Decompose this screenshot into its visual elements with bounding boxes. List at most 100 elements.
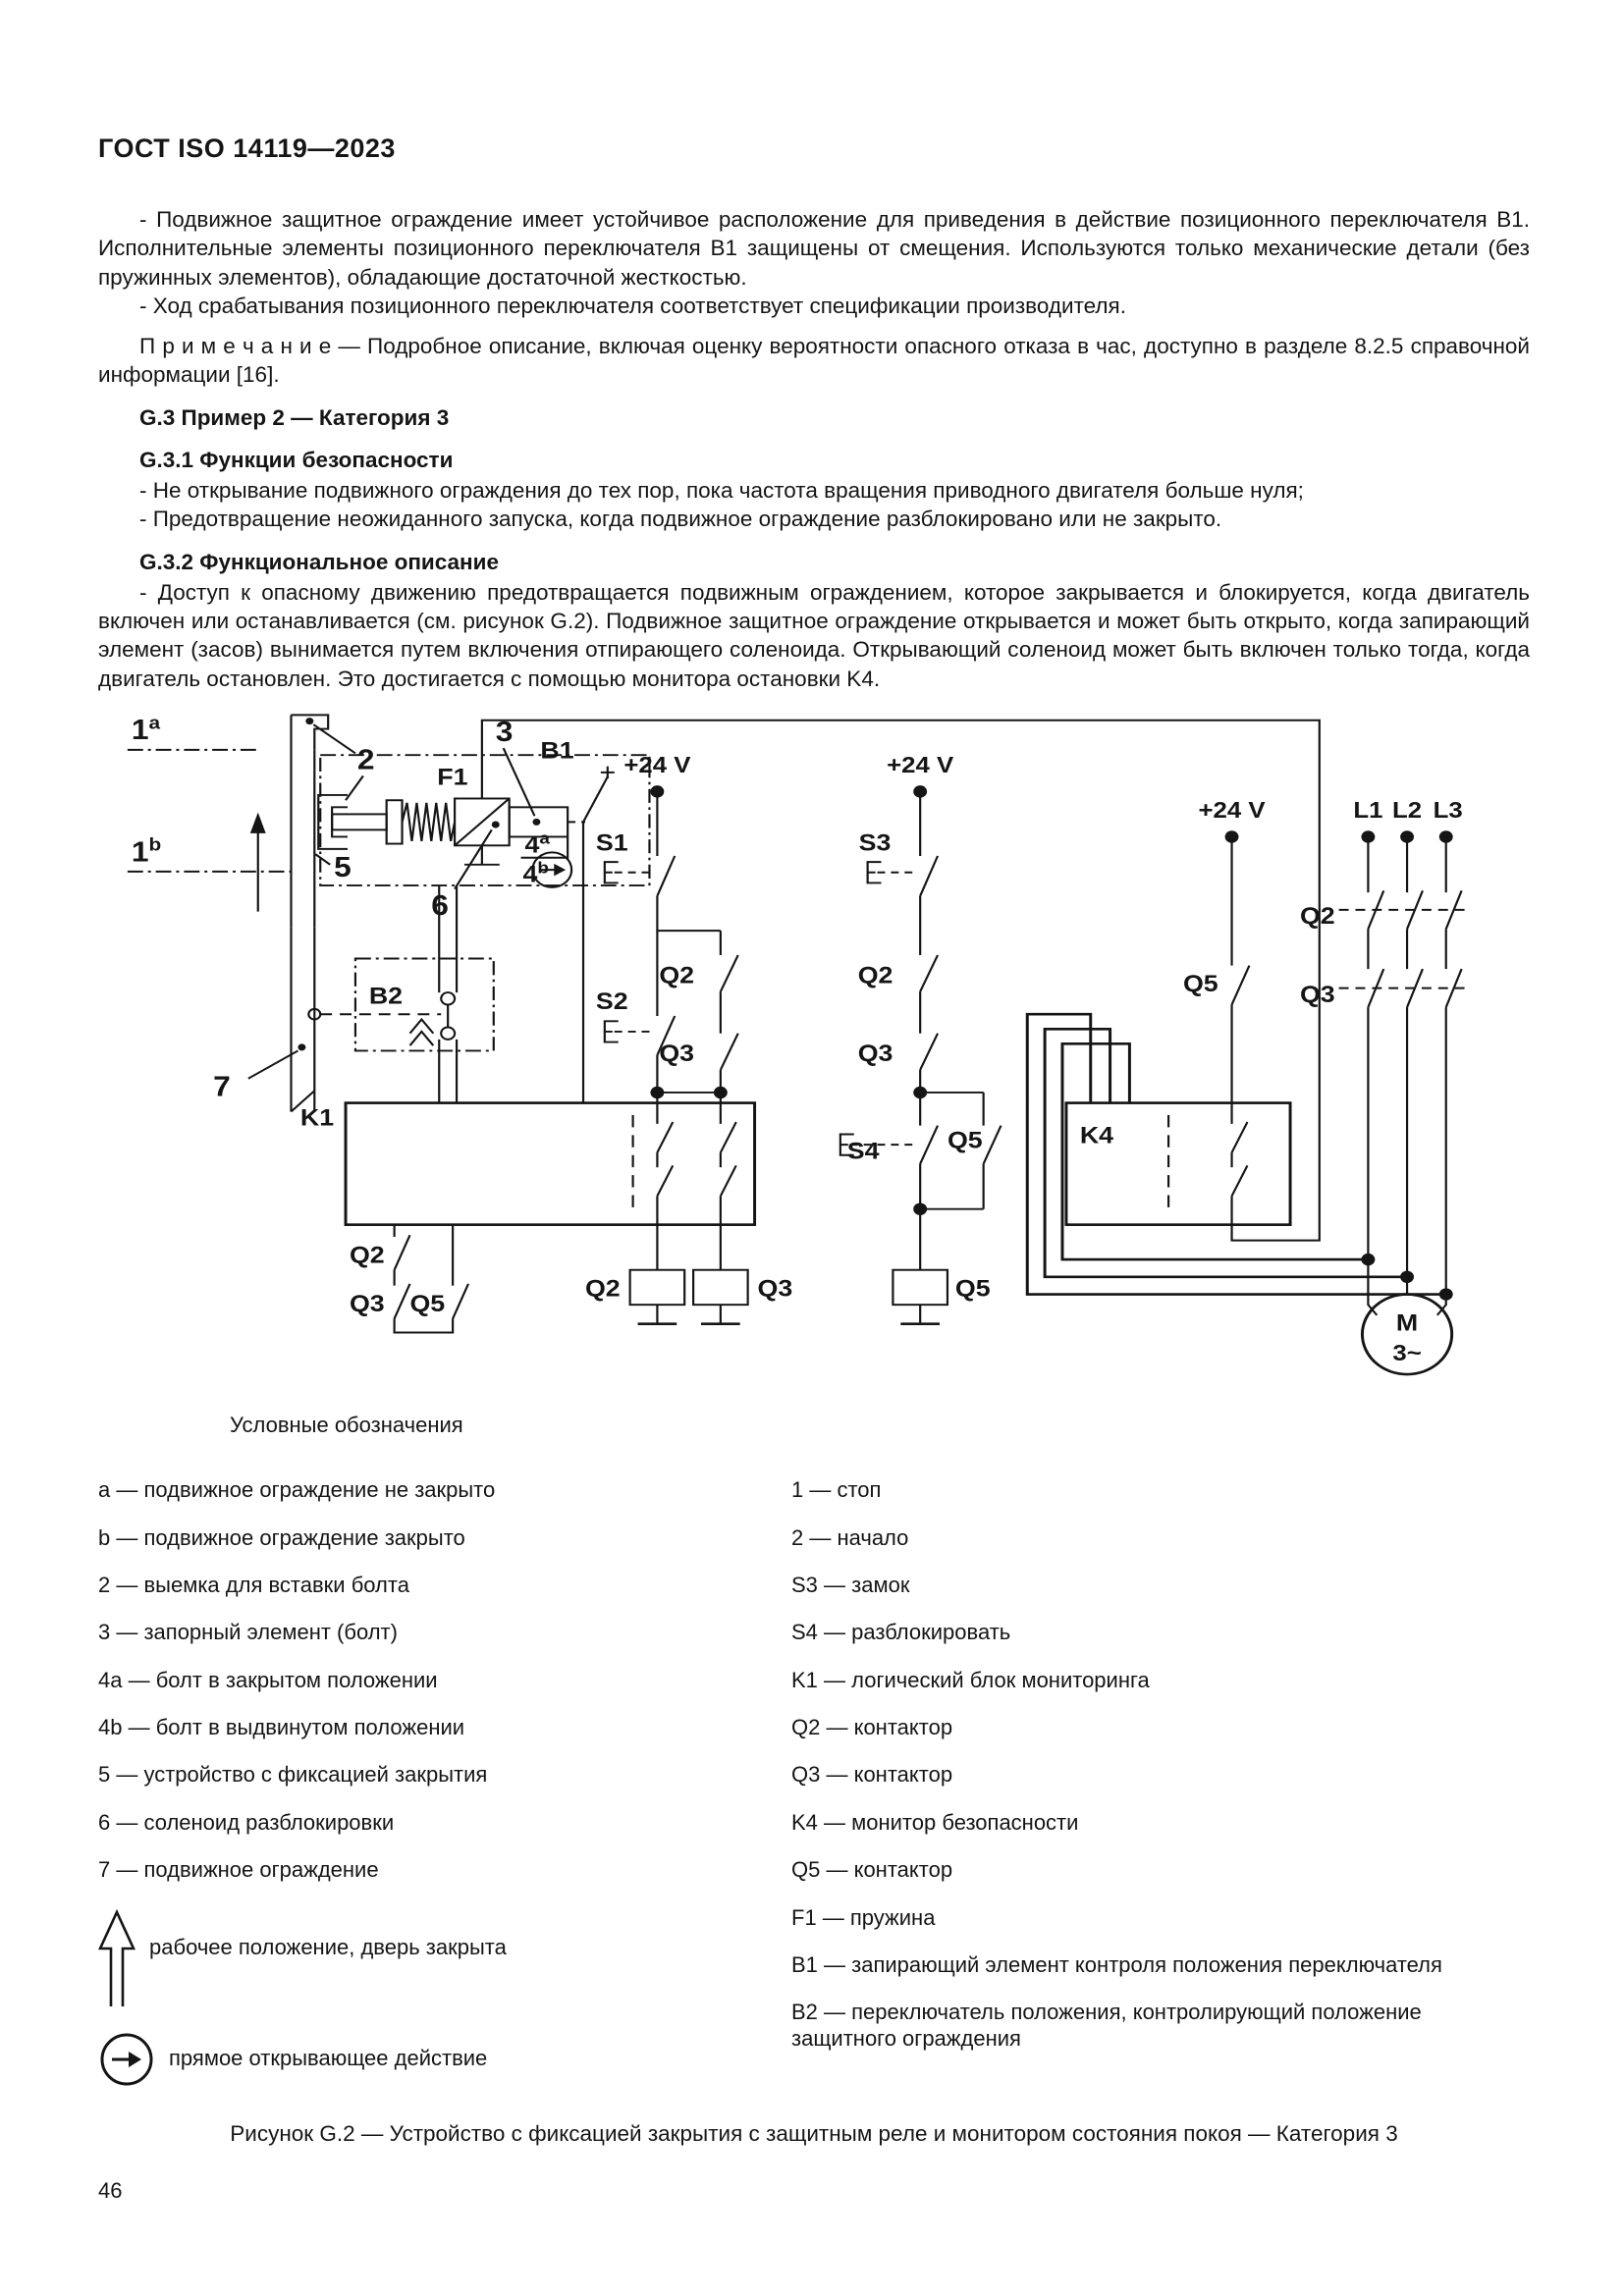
- label-l3: L3: [1434, 798, 1463, 823]
- legend-item: Q3 — контактор: [791, 1762, 953, 1788]
- spring-f1: [401, 802, 457, 841]
- legend-item: Q5 — контактор: [791, 1857, 953, 1883]
- legend-item: 6 — соленоид разблокировки: [98, 1809, 395, 1835]
- legend-item: K1 — логический блок мониторинга: [791, 1667, 1150, 1692]
- figure-g2: 1a 1b 2 5: [112, 703, 1530, 1395]
- q3-contact: [919, 1033, 940, 1071]
- label-k4: K4: [1080, 1122, 1113, 1148]
- legend-item: 4a — болт в закрытом положении: [98, 1667, 438, 1692]
- s4-contact: [919, 1125, 940, 1164]
- legend: Условные обозначения a — подвижное ограж…: [98, 1413, 1530, 2088]
- label-5: 5: [334, 852, 352, 882]
- label-q5: Q5: [1183, 971, 1218, 996]
- label-q5: Q5: [409, 1291, 445, 1316]
- label-q2: Q2: [659, 962, 694, 988]
- contactor-coils: Q2 Q3: [585, 1224, 793, 1325]
- motor-symbol: M 3~: [1360, 1292, 1454, 1376]
- heading-g32: G.3.2 Функциональное описание: [139, 549, 499, 574]
- label-q3: Q3: [350, 1291, 385, 1316]
- direct-opening-action-icon: [100, 2033, 153, 2086]
- q2-contact: [719, 954, 739, 992]
- rung-s1-s2: +24 V S1 Q2 Q3 S2: [596, 753, 739, 1103]
- supply-24v-label: +24 V: [1199, 798, 1267, 823]
- label-f1: F1: [437, 764, 467, 789]
- s2-contact: [656, 1015, 677, 1055]
- label-l1: L1: [1353, 798, 1382, 823]
- label-k1: K1: [300, 1105, 334, 1131]
- label-l2: L2: [1392, 798, 1422, 823]
- q3-contact: [719, 1033, 739, 1071]
- label-1a: 1a: [132, 713, 161, 745]
- guard-closed-arrow-icon: [408, 1030, 435, 1046]
- q5-contact: [1230, 964, 1251, 1005]
- legend-item: S3 — замок: [791, 1572, 910, 1597]
- bolt-notch: [317, 793, 349, 850]
- figure-g2-diagram: 1a 1b 2 5: [127, 713, 1466, 1376]
- legend-item: B1 — запирающий элемент контроля положен…: [791, 1952, 1442, 1978]
- label-s1: S1: [596, 830, 628, 856]
- label-q2: Q2: [858, 962, 893, 988]
- motor-3ph-label: 3~: [1392, 1341, 1421, 1365]
- legend-left-column: a — подвижное ограждение не закрыто b — …: [98, 1477, 791, 2088]
- label-q2: Q2: [585, 1275, 621, 1301]
- note-paragraph: П р и м е ч а н и е — Подробное описание…: [98, 334, 1530, 388]
- legend-item-label: прямое открывающее действие: [169, 2046, 488, 2071]
- label-7: 7: [213, 1072, 231, 1102]
- label-s4: S4: [847, 1138, 880, 1163]
- label-q3: Q3: [858, 1041, 893, 1066]
- q5-contact: [982, 1125, 1002, 1164]
- label-q3: Q3: [1300, 982, 1335, 1007]
- rung-s3-s4: +24 V S3 Q2 Q3 S4: [839, 753, 1002, 1325]
- feedback-loop-3: [1025, 1012, 1446, 1296]
- label-b2: B2: [369, 984, 403, 1009]
- body-text: - Подвижное защитное ограждение имеет ус…: [98, 205, 1530, 693]
- legend-item: 2 — выемка для вставки болта: [98, 1572, 409, 1597]
- legend-right-column: 1 — стоп 2 — начало S3 — замок S4 — разб…: [791, 1477, 1508, 2088]
- legend-item: 4b — болт в выдвинутом положении: [98, 1715, 465, 1740]
- label-q3: Q3: [659, 1041, 694, 1066]
- document-title: ГОСТ ISO 14119—2023: [98, 133, 396, 163]
- legend-item: b — подвижное ограждение закрыто: [98, 1524, 465, 1550]
- k1-block: K1 Q2: [300, 1101, 757, 1334]
- feedback-loop-2: [1043, 1027, 1408, 1278]
- b1-contact: [582, 775, 609, 823]
- label-q2: Q2: [1300, 903, 1335, 929]
- b2-frame: [353, 957, 495, 1052]
- locking-device-frame: [319, 753, 651, 886]
- q5-coil: [892, 1268, 949, 1306]
- legend-item: прямое открывающее действие: [98, 2031, 791, 2088]
- label-q3: Q3: [758, 1275, 793, 1301]
- legend-item: 2 — начало: [791, 1524, 909, 1550]
- q2-contact: [919, 954, 940, 992]
- k1-output-contacts: Q2 Q3 Q5: [350, 1224, 470, 1334]
- motor-m-label: M: [1396, 1310, 1418, 1336]
- direct-opening-action-icon: [531, 851, 573, 888]
- label-4a: 4a: [525, 828, 551, 858]
- q2-coil: [628, 1268, 686, 1306]
- legend-item: S4 — разблокировать: [791, 1620, 1011, 1645]
- guard-mechanism: 1a 1b 2 5: [127, 713, 651, 1112]
- heading-g3: G.3 Пример 2 — Категория 3: [139, 404, 450, 430]
- legend-item: B2 — переключатель положения, контролиру…: [791, 2000, 1422, 2051]
- legend-item: K4 — монитор безопасности: [791, 1809, 1079, 1835]
- legend-item: 5 — устройство с фиксацией закрытия: [98, 1762, 488, 1788]
- k1-internal-contacts: [656, 1102, 737, 1225]
- supply-24v-label: +24 V: [887, 753, 954, 777]
- supply-24v-label: +24 V: [623, 753, 691, 777]
- legend-item-label: рабочее положение, дверь закрыта: [149, 1934, 507, 1959]
- heading-g31: G.3.1 Функции безопасности: [139, 447, 454, 472]
- s1-contact: [656, 855, 677, 896]
- legend-item: F1 — пружина: [791, 1904, 936, 1930]
- legend-item: рабочее положение, дверь закрыта: [98, 1905, 791, 2007]
- legend-item: Q2 — контактор: [791, 1715, 953, 1740]
- label-1b: 1b: [132, 834, 161, 867]
- legend-item: a — подвижное ограждение не закрыто: [98, 1477, 496, 1503]
- label-s3: S3: [859, 830, 892, 856]
- legend-item: 1 — стоп: [791, 1477, 882, 1503]
- label-2: 2: [357, 745, 375, 775]
- paragraph: - Подвижное защитное ограждение имеет ус…: [98, 207, 1530, 290]
- k4-monitor: +24 V Q5 K4: [1025, 798, 1446, 1296]
- paragraph: - Не открывание подвижного ограждения до…: [139, 478, 1304, 503]
- label-3: 3: [496, 717, 514, 747]
